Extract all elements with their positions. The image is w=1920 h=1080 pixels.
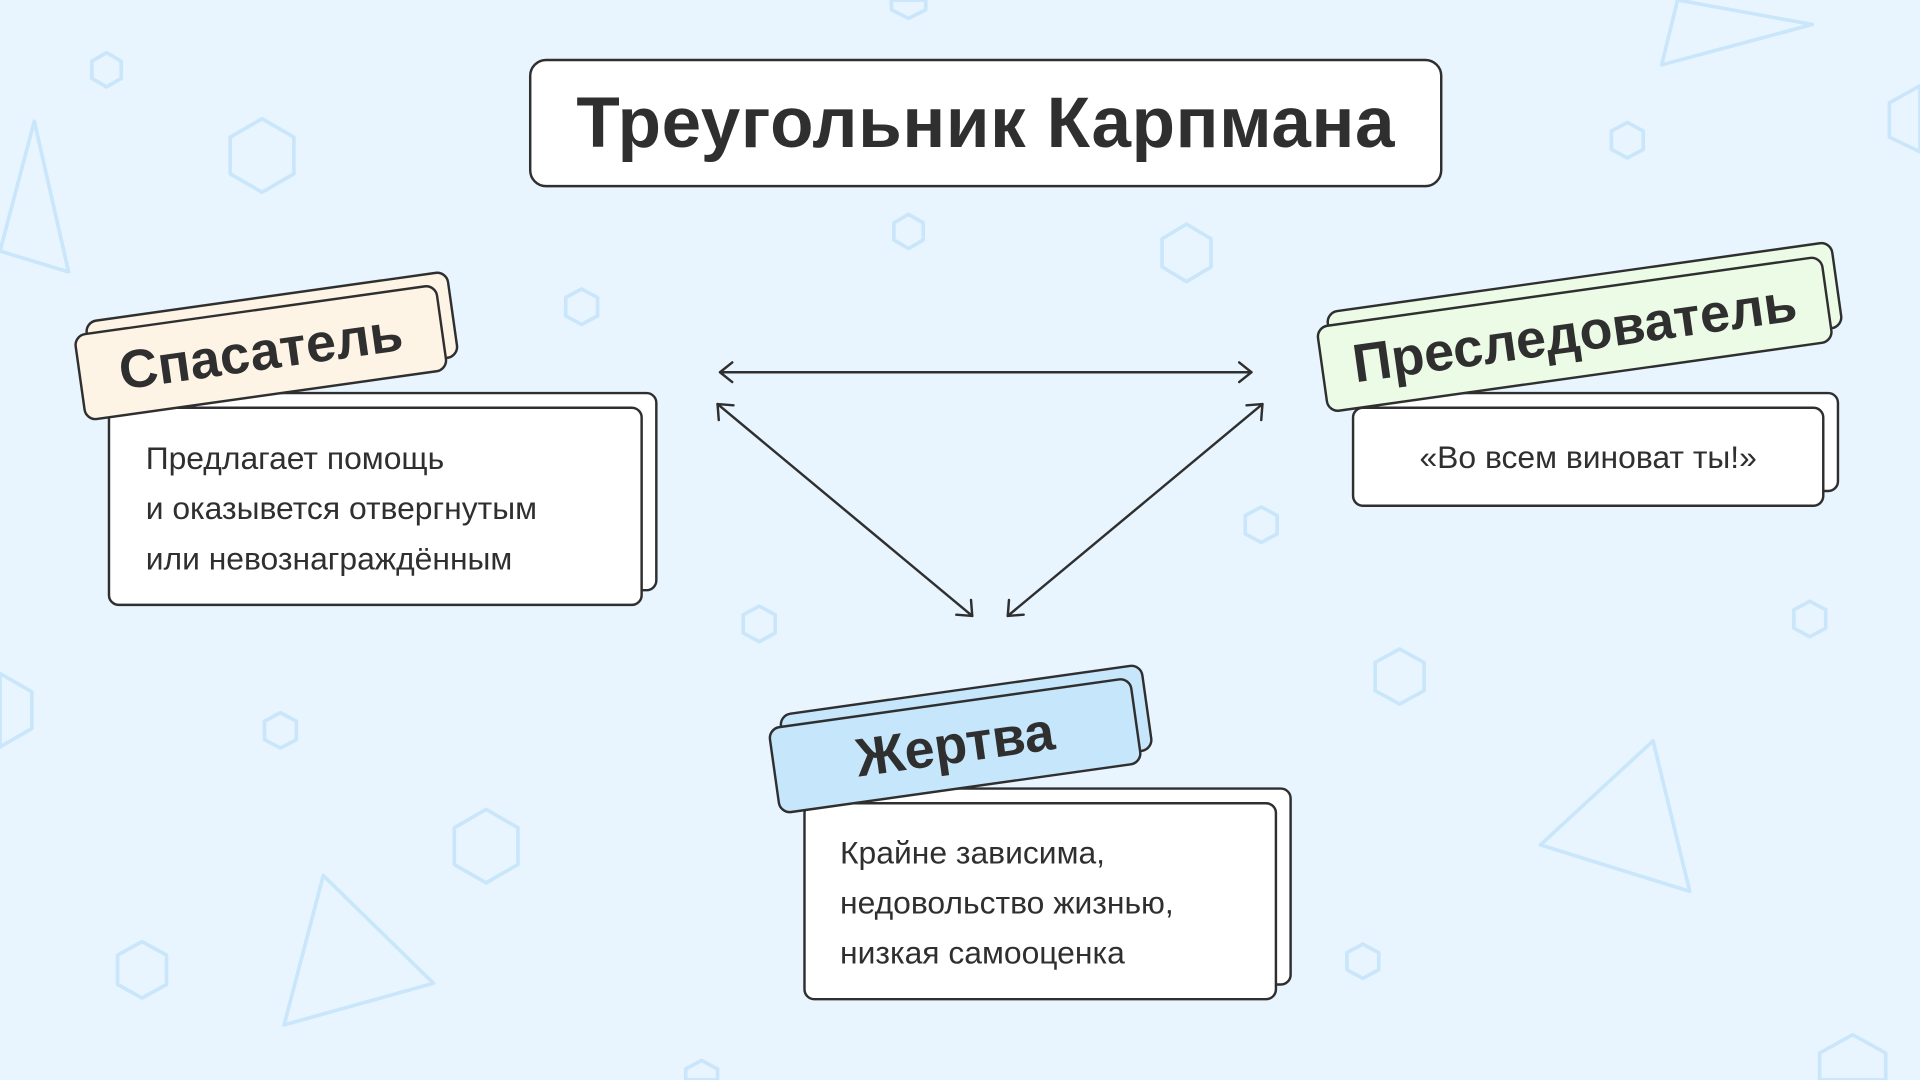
triangle-decor [282, 873, 436, 1027]
hexagon-decor [1817, 1032, 1888, 1080]
hexagon-decor [741, 604, 777, 644]
triangle-decor [1659, 0, 1815, 67]
hexagon-decor [1373, 647, 1426, 706]
rescuer-description-line: и оказывется отвергнутым [145, 489, 537, 527]
hexagon-decor [1243, 505, 1279, 545]
page-title: Треугольник Карпмана [576, 83, 1396, 163]
victim-label-text: Жертва [851, 701, 1059, 789]
victim-description-line: низкая самооценка [840, 934, 1125, 972]
hexagon-decor [1345, 942, 1381, 981]
hexagon-decor [1160, 222, 1213, 284]
hexagon-decor [563, 287, 600, 327]
victim-description-line: Крайне зависима, [840, 833, 1106, 871]
hexagon-decor [0, 671, 34, 749]
rescuer-description-line: или невознаграждённым [145, 540, 513, 577]
title-box: Треугольник Карпмана [528, 58, 1443, 188]
victim-description-line: недовольство жизнью, [840, 884, 1174, 921]
hexagon-decor [262, 710, 299, 751]
hexagon-decor [1609, 120, 1646, 160]
hexagon-decor [889, 0, 928, 21]
triangle-decor [0, 119, 71, 274]
hexagon-decor [1792, 599, 1828, 639]
arrow-rescuer-victim [716, 402, 974, 618]
persecutor-description-line: «Во всем виноват ты!» [1419, 437, 1757, 475]
rescuer-description-line: Предлагает помощь [145, 439, 445, 477]
victim-description-card: Крайне зависима, недовольство жизнью, ни… [803, 802, 1278, 1001]
hexagon-decor [228, 116, 296, 195]
arrow-persecutor-victim [1006, 402, 1264, 618]
arrow-rescuer-persecutor [718, 361, 1253, 384]
hexagon-decor [115, 939, 169, 1000]
rescuer-description-card: Предлагает помощь и оказывется отвергнут… [107, 406, 643, 607]
hexagon-decor [1887, 83, 1920, 154]
hexagon-decor [452, 807, 520, 885]
hexagon-decor [90, 50, 124, 89]
hexagon-decor [892, 212, 926, 251]
persecutor-description-card: «Во всем виноват ты!» [1351, 406, 1825, 507]
triangle-decor [1538, 738, 1692, 894]
hexagon-decor [683, 1058, 720, 1080]
